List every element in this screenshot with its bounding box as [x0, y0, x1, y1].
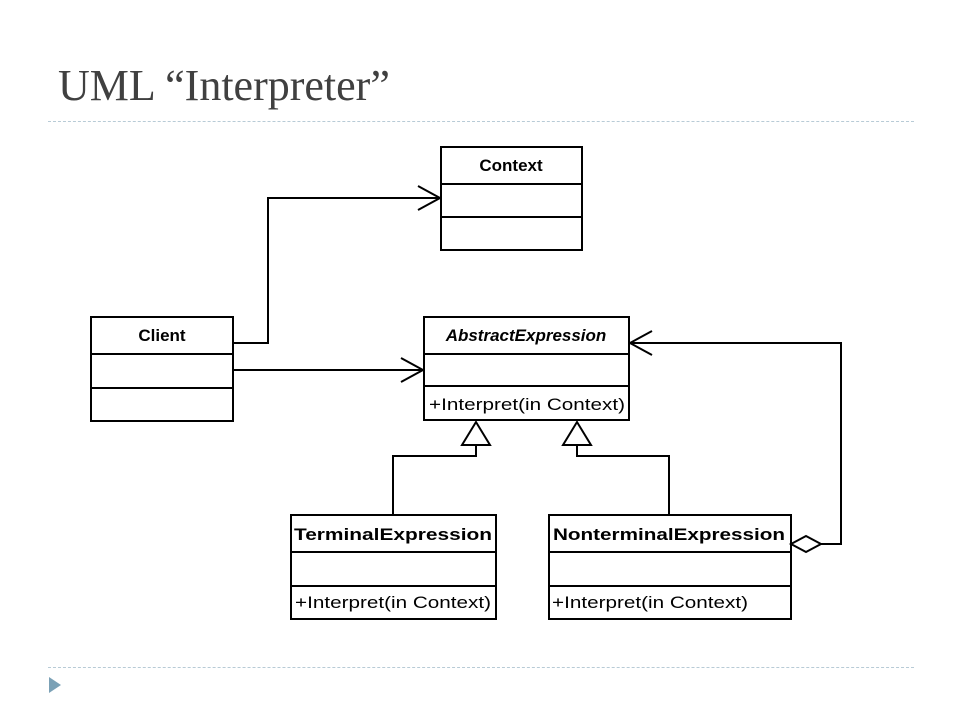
class-terminal-expression: TerminalExpression +Interpret(in Context…	[290, 514, 497, 620]
title-divider	[48, 121, 914, 122]
class-nonterminal-expression: NonterminalExpression +Interpret(in Cont…	[548, 514, 792, 620]
generalization-nonterminal-triangle-icon	[561, 420, 593, 446]
aggregation-line	[630, 342, 842, 545]
slide-title: UML “Interpreter”	[58, 61, 390, 110]
aggregation-arrowhead	[627, 330, 653, 356]
class-abstract-expression-operation: +Interpret(in Context)	[429, 396, 625, 414]
generalization-terminal-line	[392, 445, 477, 515]
class-client-box	[90, 316, 234, 422]
class-abstract-expression-name: AbstractExpression	[445, 326, 607, 345]
class-context-box	[440, 146, 583, 251]
class-context: Context	[440, 146, 583, 251]
association-client-abstract-arrowhead	[400, 357, 426, 383]
class-client: Client	[90, 316, 234, 422]
generalization-terminal-triangle-icon	[460, 420, 492, 446]
class-context-name: Context	[479, 156, 543, 175]
association-client-context-line	[233, 197, 440, 344]
class-client-name: Client	[138, 326, 186, 345]
generalization-nonterminal-line	[576, 445, 670, 515]
class-nonterminal-expression-name: NonterminalExpression	[553, 525, 785, 544]
class-terminal-expression-name: TerminalExpression	[294, 525, 492, 544]
class-abstract-expression: AbstractExpression +Interpret(in Context…	[423, 316, 630, 421]
class-nonterminal-expression-box	[548, 514, 792, 620]
class-abstract-expression-box	[423, 316, 630, 421]
aggregation-diamond-icon	[788, 534, 824, 554]
association-client-context-arrowhead	[417, 185, 443, 211]
triangle-bullet-icon	[49, 677, 61, 693]
class-terminal-expression-operation: +Interpret(in Context)	[295, 594, 491, 612]
footer-divider	[48, 667, 914, 668]
class-nonterminal-expression-operation: +Interpret(in Context)	[552, 594, 748, 612]
